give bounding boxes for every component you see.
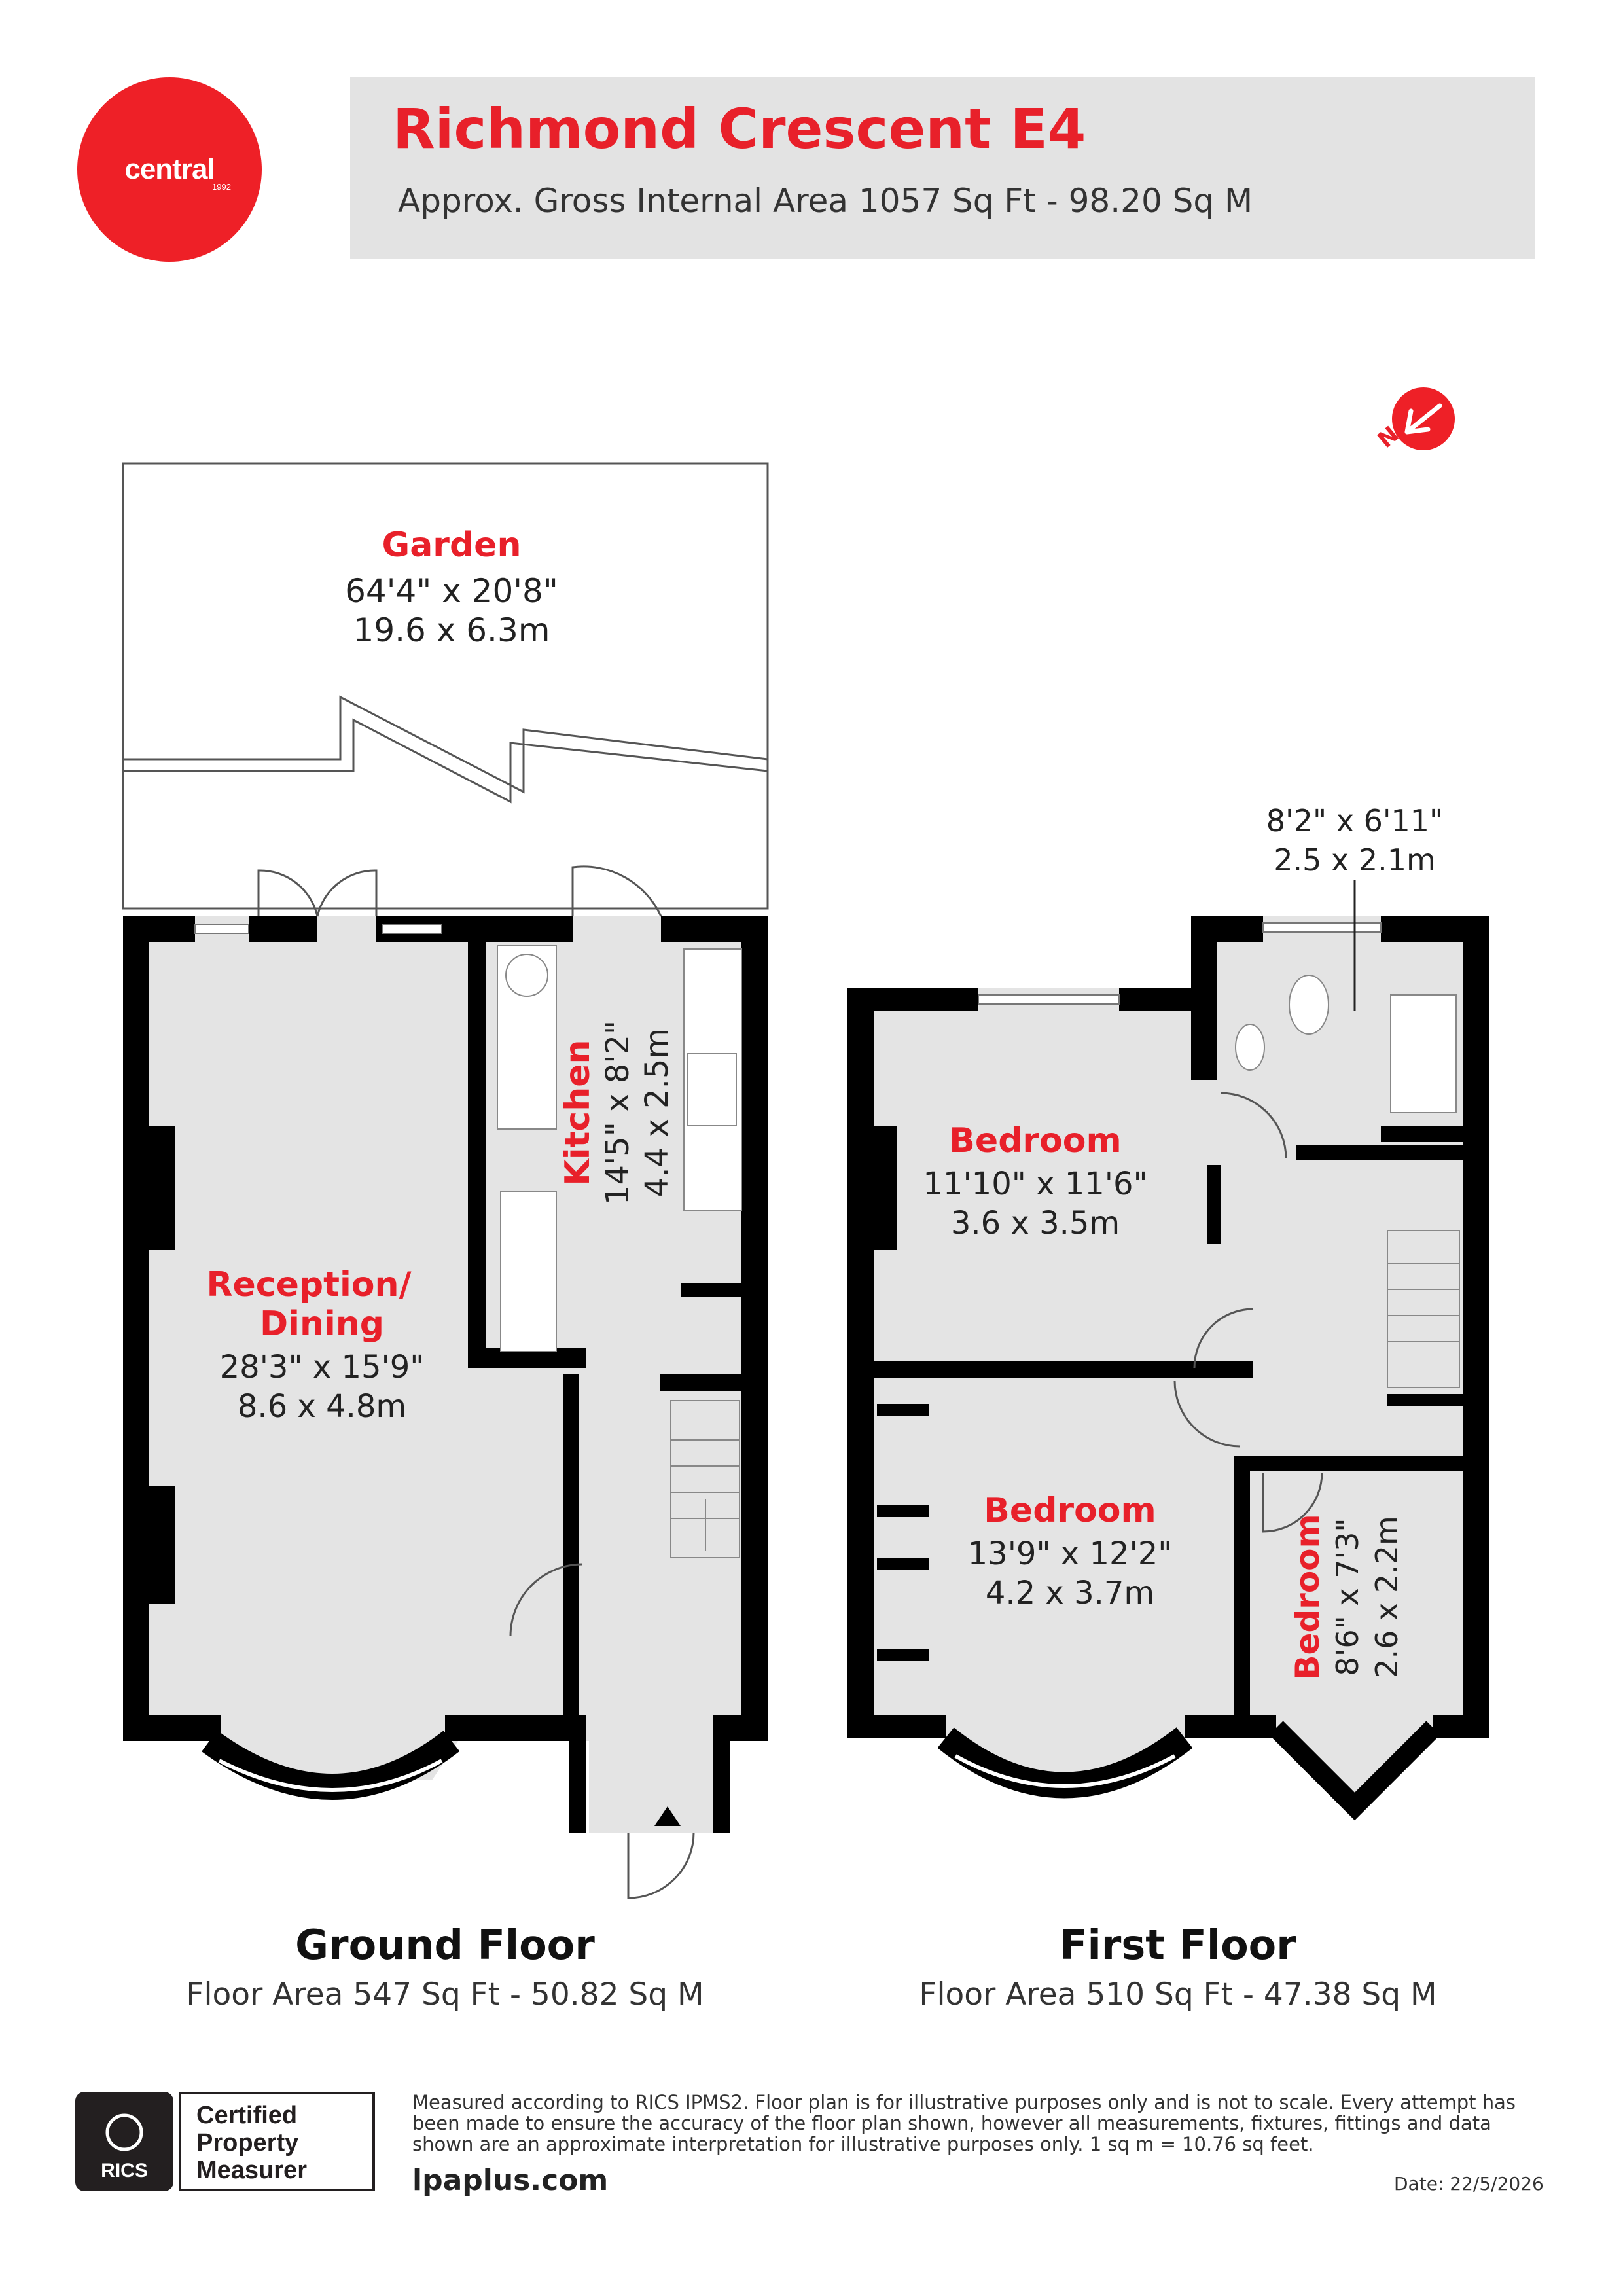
ground-floor-title: Ground Floor [295, 1921, 595, 1969]
bedroom-1-label: Bedroom [949, 1121, 1121, 1160]
logo-text: central [124, 153, 215, 185]
bathroom-metric: 2.5 x 2.1m [1274, 842, 1436, 878]
page-title: Richmond Crescent E4 [393, 97, 1086, 161]
rics-label: RICS [101, 2160, 148, 2181]
bedroom-2-imperial: 13'9" x 12'2" [968, 1535, 1173, 1572]
bedroom-1-imperial: 11'10" x 11'6" [923, 1166, 1147, 1202]
central-logo: central 1992 [77, 77, 262, 262]
plan-date: Date: 22/5/2026 [1394, 2173, 1544, 2195]
garden-label: Garden [382, 526, 522, 565]
disclaimer-text: Measured according to RICS IPMS2. Floor … [412, 2091, 1516, 2155]
header-panel [350, 77, 1535, 259]
garden-imperial: 64'4" x 20'8" [345, 572, 558, 610]
cert-line-3: Measurer [196, 2157, 307, 2184]
bedroom-3-metric: 2.6 x 2.2m [1369, 1516, 1404, 1678]
website-link[interactable]: lpaplus.com [412, 2164, 609, 2197]
kitchen-label: Kitchen [558, 1039, 597, 1185]
compass-icon: N [1373, 387, 1455, 454]
garden-divider [123, 695, 768, 794]
garden-metric: 19.6 x 6.3m [353, 611, 550, 649]
gross-area-subtitle: Approx. Gross Internal Area 1057 Sq Ft -… [398, 182, 1253, 220]
reception-label-2: Dining [260, 1304, 384, 1344]
cert-line-1: Certified [196, 2102, 297, 2129]
bathroom-imperial: 8'2" x 6'11" [1266, 803, 1443, 838]
first-floor-title: First Floor [1060, 1921, 1296, 1969]
reception-label-1: Reception/ [206, 1265, 411, 1304]
bedroom-3-imperial: 8'6" x 7'3" [1330, 1518, 1365, 1676]
first-floor-area: Floor Area 510 Sq Ft - 47.38 Sq M [919, 1977, 1437, 2013]
reception-imperial: 28'3" x 15'9" [220, 1349, 425, 1386]
rics-certified-badge: RICS Certified Property Measurer [75, 2092, 375, 2191]
bedroom-1-metric: 3.6 x 3.5m [951, 1205, 1120, 1242]
logo-year: 1992 [212, 182, 231, 192]
kitchen-metric: 4.4 x 2.5m [639, 1028, 675, 1197]
bedroom-2-metric: 4.2 x 3.7m [986, 1575, 1154, 1611]
reception-metric: 8.6 x 4.8m [238, 1388, 406, 1425]
kitchen-imperial: 14'5" x 8'2" [599, 1020, 636, 1205]
ground-floor-walls [123, 916, 768, 1833]
bedroom-3-label: Bedroom [1289, 1514, 1327, 1679]
ground-floor-area: Floor Area 547 Sq Ft - 50.82 Sq M [186, 1977, 704, 2013]
ground-floor-slab [123, 916, 768, 1833]
garden-outline [122, 462, 769, 910]
bedroom-2-label: Bedroom [984, 1491, 1156, 1530]
rics-crest-icon [105, 2113, 143, 2151]
cert-line-2: Property [196, 2129, 298, 2157]
first-floor-walls [847, 916, 1489, 1738]
